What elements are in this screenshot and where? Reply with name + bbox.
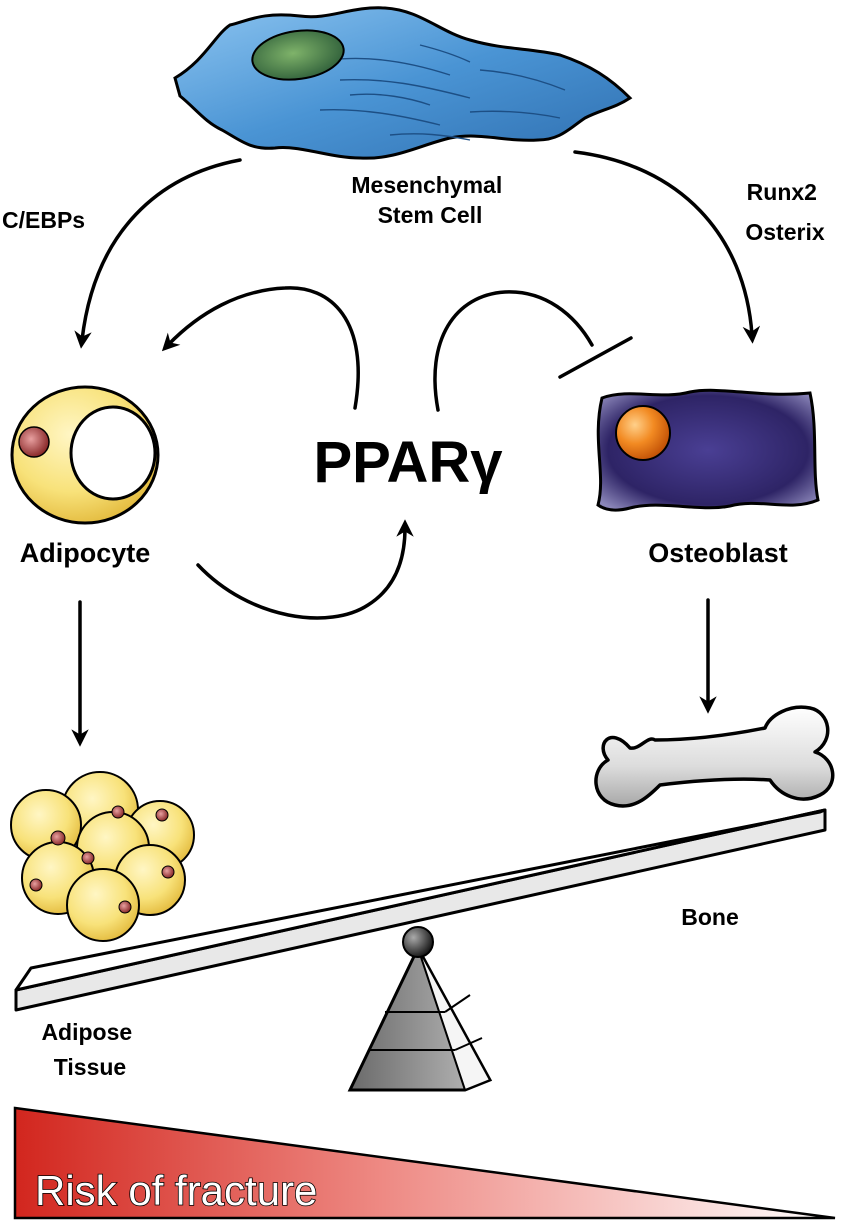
osteoblast-illustration	[596, 388, 820, 512]
adipose-tissue-cluster	[10, 771, 195, 942]
ppar-gamma-label: PPARγ	[313, 430, 503, 495]
arrow-adipocyte-to-ppar	[196, 519, 414, 620]
adipose-tissue-label: Adipose Tissue	[41, 1019, 138, 1080]
seesaw-fulcrum	[347, 926, 493, 1092]
bone-label: Bone	[681, 904, 739, 930]
seesaw-beam	[14, 808, 827, 1012]
osteoblast-nucleus	[615, 405, 671, 461]
seesaw-pivot	[402, 926, 434, 958]
inhibition-ppar-to-osteoblast	[433, 290, 594, 412]
adipocyte-lipid-droplet	[18, 426, 50, 458]
adipocyte-label: Adipocyte	[20, 538, 151, 568]
cebps-label: C/EBPs	[2, 207, 85, 233]
adipocyte-illustration	[10, 385, 160, 525]
risk-gradient-wedge	[13, 1106, 836, 1220]
arrow-stem-to-adipocyte	[74, 158, 242, 349]
risk-of-fracture-label: Risk of fracture	[35, 1167, 317, 1214]
arrow-stem-to-osteoblast	[573, 150, 761, 344]
arrow-ppar-to-adipocyte	[161, 286, 360, 410]
adipocyte-vacuole	[69, 405, 157, 501]
runx2-osterix-label: Runx2 Osterix	[745, 179, 824, 245]
inhibition-bar	[558, 336, 633, 379]
osteoblast-label: Osteoblast	[648, 538, 788, 568]
stem-cell-nucleus	[251, 29, 345, 81]
mesenchymal-stem-cell-illustration	[173, 6, 633, 160]
bone-illustration	[594, 705, 835, 808]
stem-cell-label: Mesenchymal Stem Cell	[351, 172, 508, 228]
